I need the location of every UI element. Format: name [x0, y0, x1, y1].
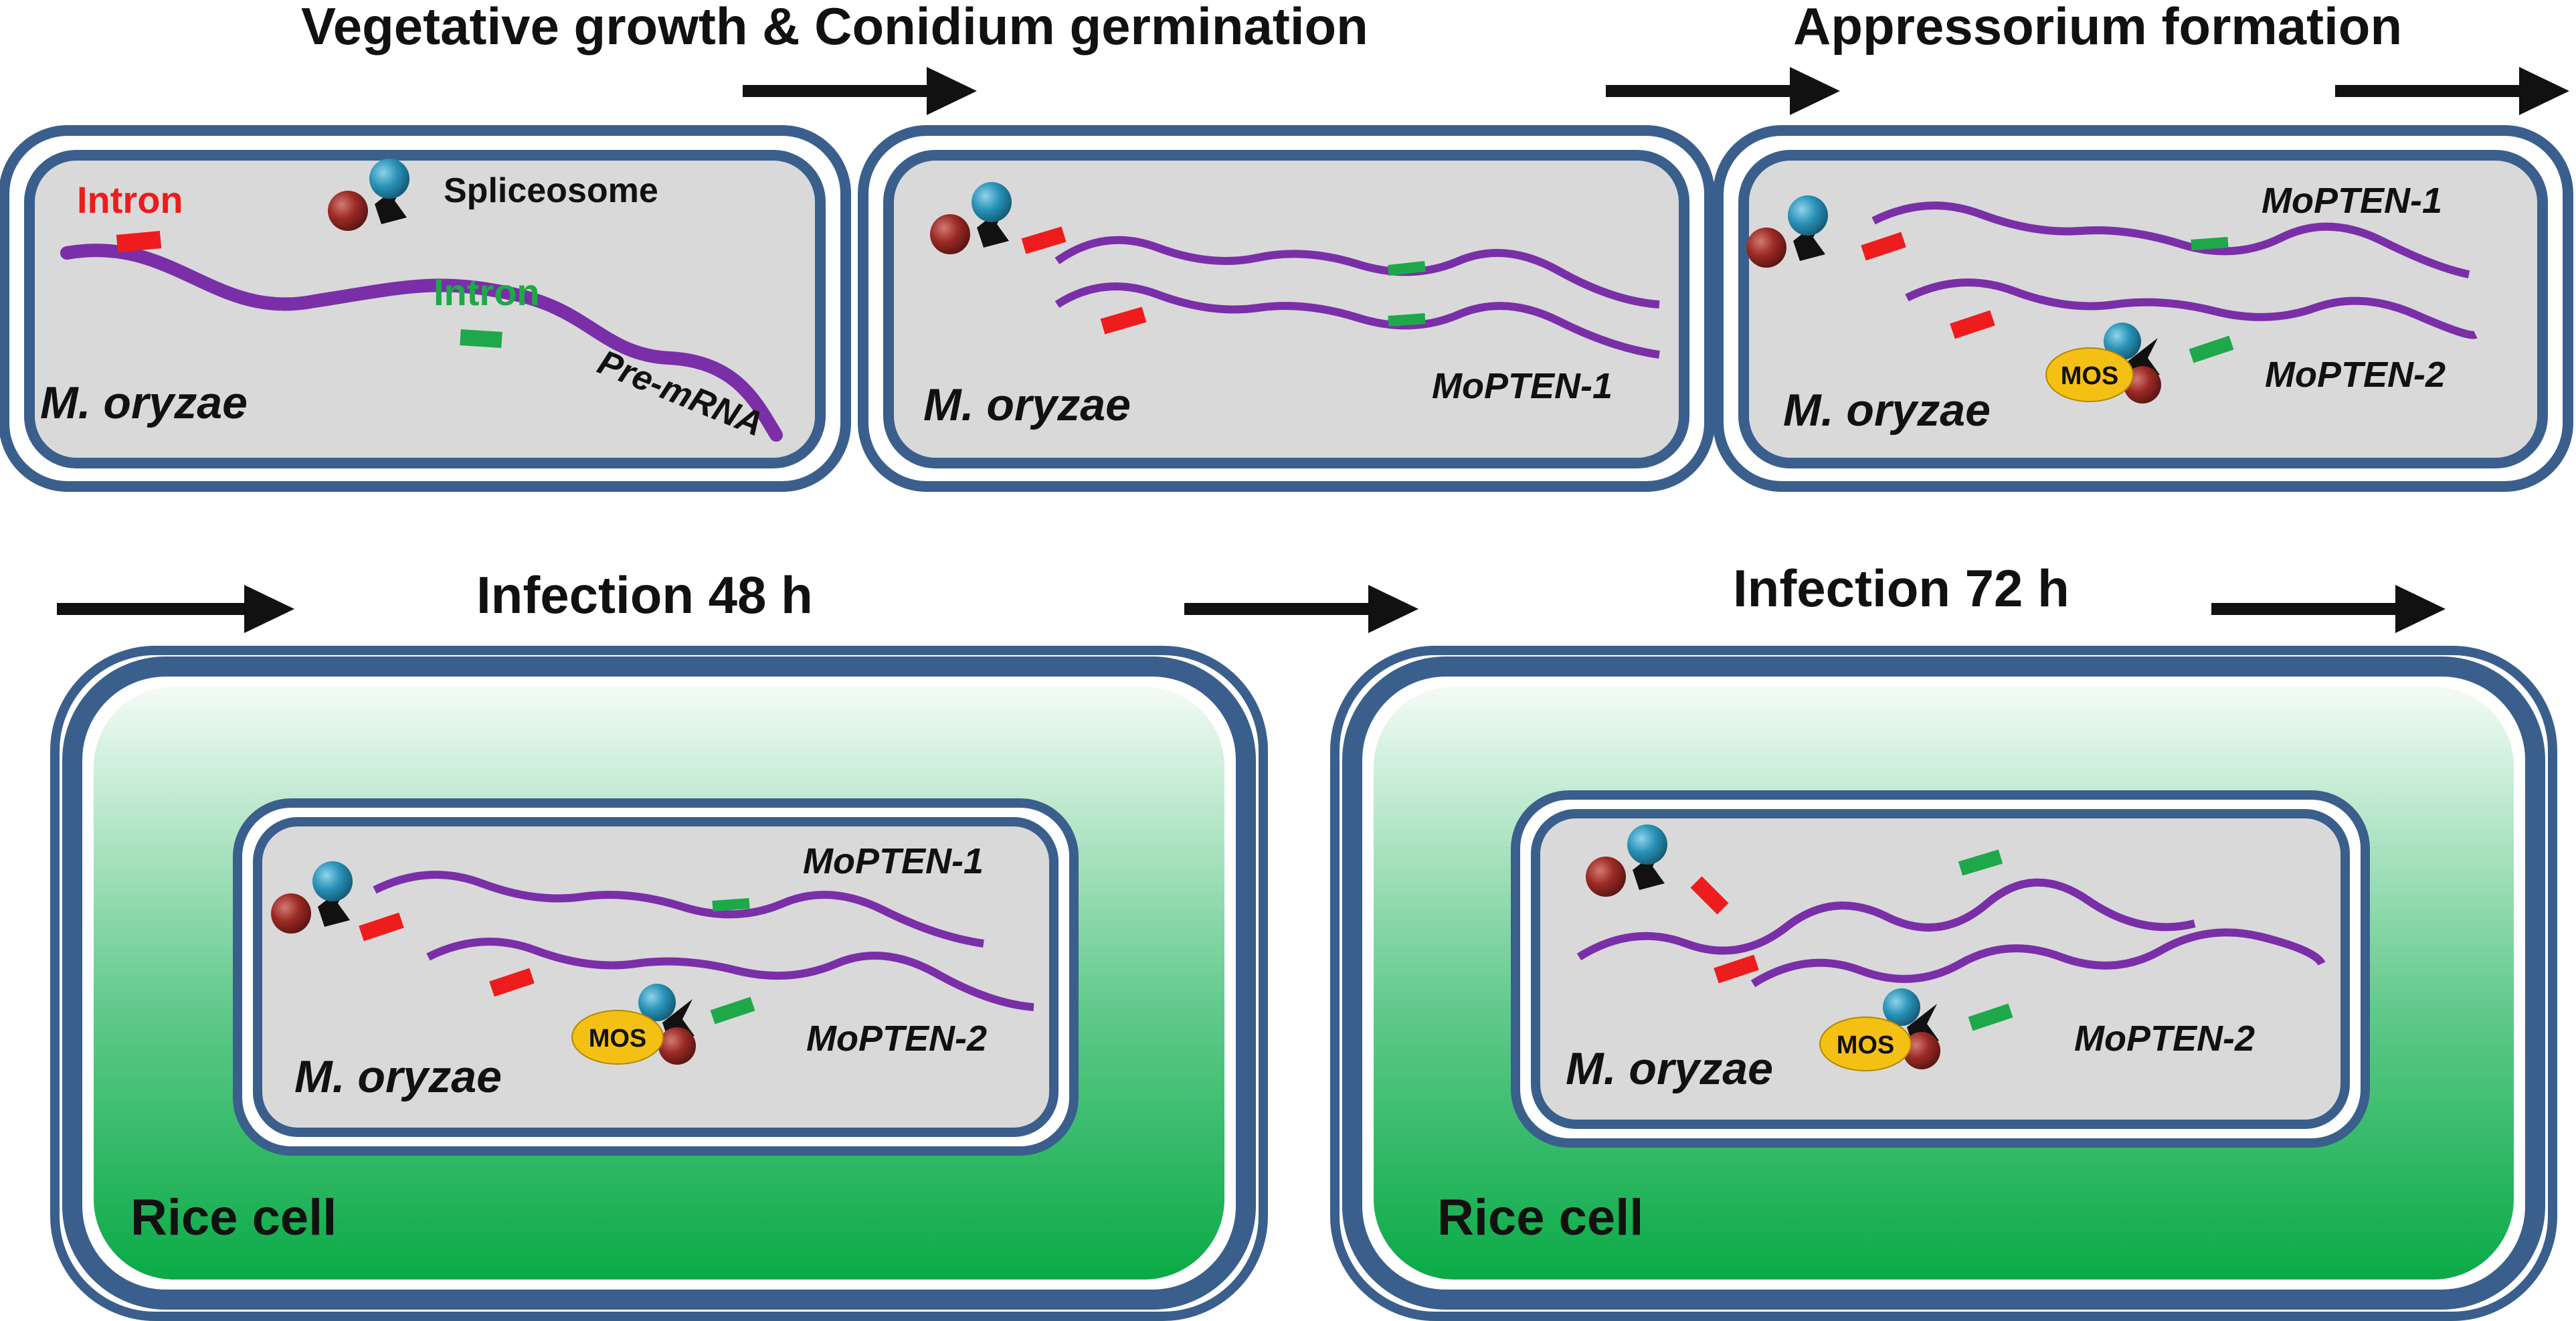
arrow-right-icon — [1606, 67, 1840, 115]
mopten1-label: MoPTEN-1 — [803, 841, 984, 881]
excised-intron-green — [1958, 849, 2003, 876]
stage-title-infection72: Infection 72 h — [1733, 559, 2069, 618]
excised-intron-red — [1021, 226, 1067, 254]
mopten1-label: MoPTEN-1 — [1432, 366, 1613, 406]
arrow-right-icon — [2211, 585, 2446, 633]
arrow-right-icon — [2335, 67, 2569, 115]
rice-cell-label: Rice cell — [130, 1189, 337, 1246]
mrna-strand — [426, 938, 1034, 1011]
organism-label: M. oryzae — [40, 377, 248, 428]
excised-intron-red — [1950, 310, 1995, 339]
mrna-strand — [1750, 928, 2326, 988]
excised-intron-green — [1968, 1003, 2013, 1031]
mos-label: MOS — [1837, 1031, 1895, 1059]
organism-label: M. oryzae — [294, 1051, 502, 1102]
retained-intron-green — [712, 898, 750, 911]
organism-label: M. oryzae — [1566, 1043, 1773, 1094]
retained-intron-green — [1388, 313, 1426, 327]
rice-cell-48h: Rice cell MoPTEN-1 MoPTEN-2 MOS M. oryza… — [50, 646, 1268, 1321]
mos-complex-icon: MOS — [1819, 988, 1940, 1071]
mos-complex-icon: MOS — [2045, 323, 2161, 404]
excised-intron-red — [1100, 306, 1147, 335]
mopten2-label: MoPTEN-2 — [806, 1019, 987, 1059]
mos-label: MOS — [589, 1025, 647, 1053]
excised-intron-green — [2189, 335, 2234, 363]
panel-appressorium: MoPTEN-1 MoPTEN-2 MOS M. oryzae — [1713, 125, 2573, 492]
excised-intron-red — [1714, 954, 1759, 984]
intron-red-segment — [116, 231, 162, 252]
excised-intron-red — [1690, 876, 1729, 915]
retained-intron-green — [2191, 237, 2229, 250]
stage-title-appressorium: Appressorium formation — [1793, 0, 2402, 56]
mopten1-label: MoPTEN-1 — [2262, 181, 2442, 221]
panel-pre-mrna: Intron Intron Spliceosome Pre-mRNA M. or… — [0, 125, 851, 492]
excised-intron-red — [359, 912, 404, 942]
mopten2-label: MoPTEN-2 — [2265, 355, 2446, 395]
mrna-strand — [1054, 282, 1660, 359]
stage-title-vegetative: Vegetative growth & Conidium germination — [301, 0, 1368, 56]
mos-complex-icon: MOS — [571, 984, 696, 1065]
intron-green-segment — [460, 329, 502, 348]
intron-label-red: Intron — [77, 179, 183, 221]
excised-intron-red — [1861, 232, 1906, 261]
arrow-right-icon — [743, 67, 977, 115]
arrow-right-icon — [57, 585, 294, 633]
mrna-strand — [1054, 236, 1660, 309]
mopten2-label: MoPTEN-2 — [2074, 1019, 2255, 1059]
pre-mrna-strand — [60, 244, 783, 442]
rice-cell-label: Rice cell — [1437, 1189, 1643, 1246]
excised-intron-red — [489, 968, 535, 997]
mos-label: MOS — [2061, 362, 2119, 390]
arrow-right-icon — [1184, 585, 1418, 633]
organism-label: M. oryzae — [923, 379, 1131, 430]
rice-cell-72h: Rice cell MoPTEN-2 MOS M. oryzae — [1330, 646, 2557, 1321]
retained-intron-green — [1388, 261, 1426, 276]
mrna-strand — [373, 871, 984, 948]
mrna-strand — [1871, 201, 2470, 278]
excised-intron-green — [710, 996, 755, 1025]
mrna-strand — [1905, 278, 2478, 339]
spliceosome-label: Spliceosome — [444, 171, 658, 210]
mrna-strand — [1576, 878, 2196, 961]
panel-mopten1: MoPTEN-1 M. oryzae — [858, 125, 1715, 492]
organism-label: M. oryzae — [1783, 385, 1991, 436]
stage-title-infection48: Infection 48 h — [476, 565, 813, 624]
intron-label-green: Intron — [434, 271, 540, 313]
